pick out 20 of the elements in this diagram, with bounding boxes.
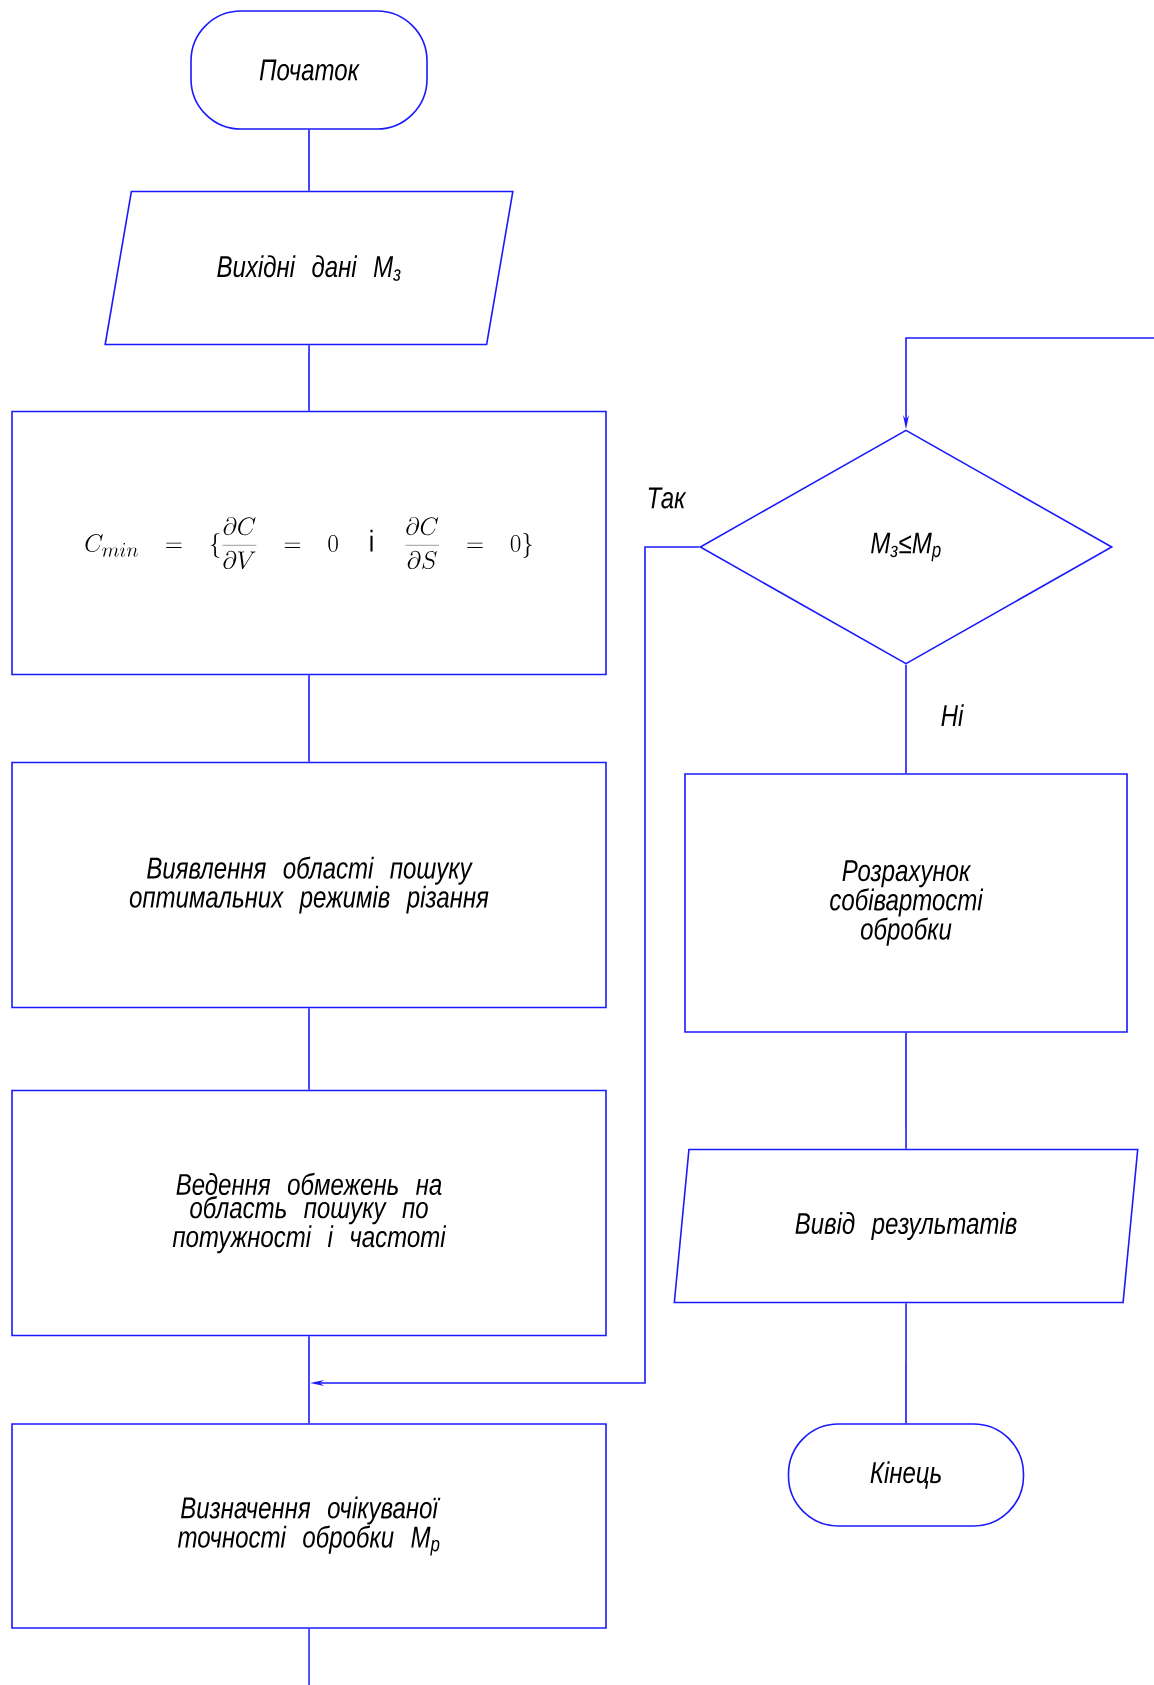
connector bbox=[308, 1335, 310, 1424]
connector bbox=[308, 1007, 310, 1091]
connector bbox=[308, 344, 310, 412]
connector bbox=[905, 664, 907, 774]
edge-label: Так bbox=[648, 487, 687, 509]
connector bbox=[905, 1032, 907, 1150]
process-box: Визначення очікуваної точності обробки M$_{р}$ bbox=[11, 1423, 607, 1629]
connector bbox=[308, 129, 310, 192]
start-terminal: Початок bbox=[190, 10, 428, 130]
edge-label: Ні bbox=[941, 704, 964, 726]
connector bbox=[308, 674, 310, 763]
connector bbox=[308, 1628, 310, 1685]
process-box: Виявлення області пошуку оптимальних режимів різання bbox=[11, 761, 607, 1009]
input-parallelogram: Вихідні дані M$_{з}$ bbox=[104, 190, 514, 346]
process-box: Розрахунок собівартості обробки bbox=[684, 773, 1128, 1033]
end-terminal: Кінець bbox=[787, 1423, 1025, 1527]
connector bbox=[905, 1302, 907, 1424]
process-box: Ведення обмежень на область пошуку по потужності і частоті bbox=[11, 1089, 607, 1337]
output-parallelogram: Вивід результатів bbox=[673, 1148, 1139, 1304]
process-box: $C_{min}=\{\frac{\partial C}{\partial V}=0\quad\mbox{і}\quad\frac{\partial C}{\partial S}=0\}$ bbox=[11, 410, 607, 676]
